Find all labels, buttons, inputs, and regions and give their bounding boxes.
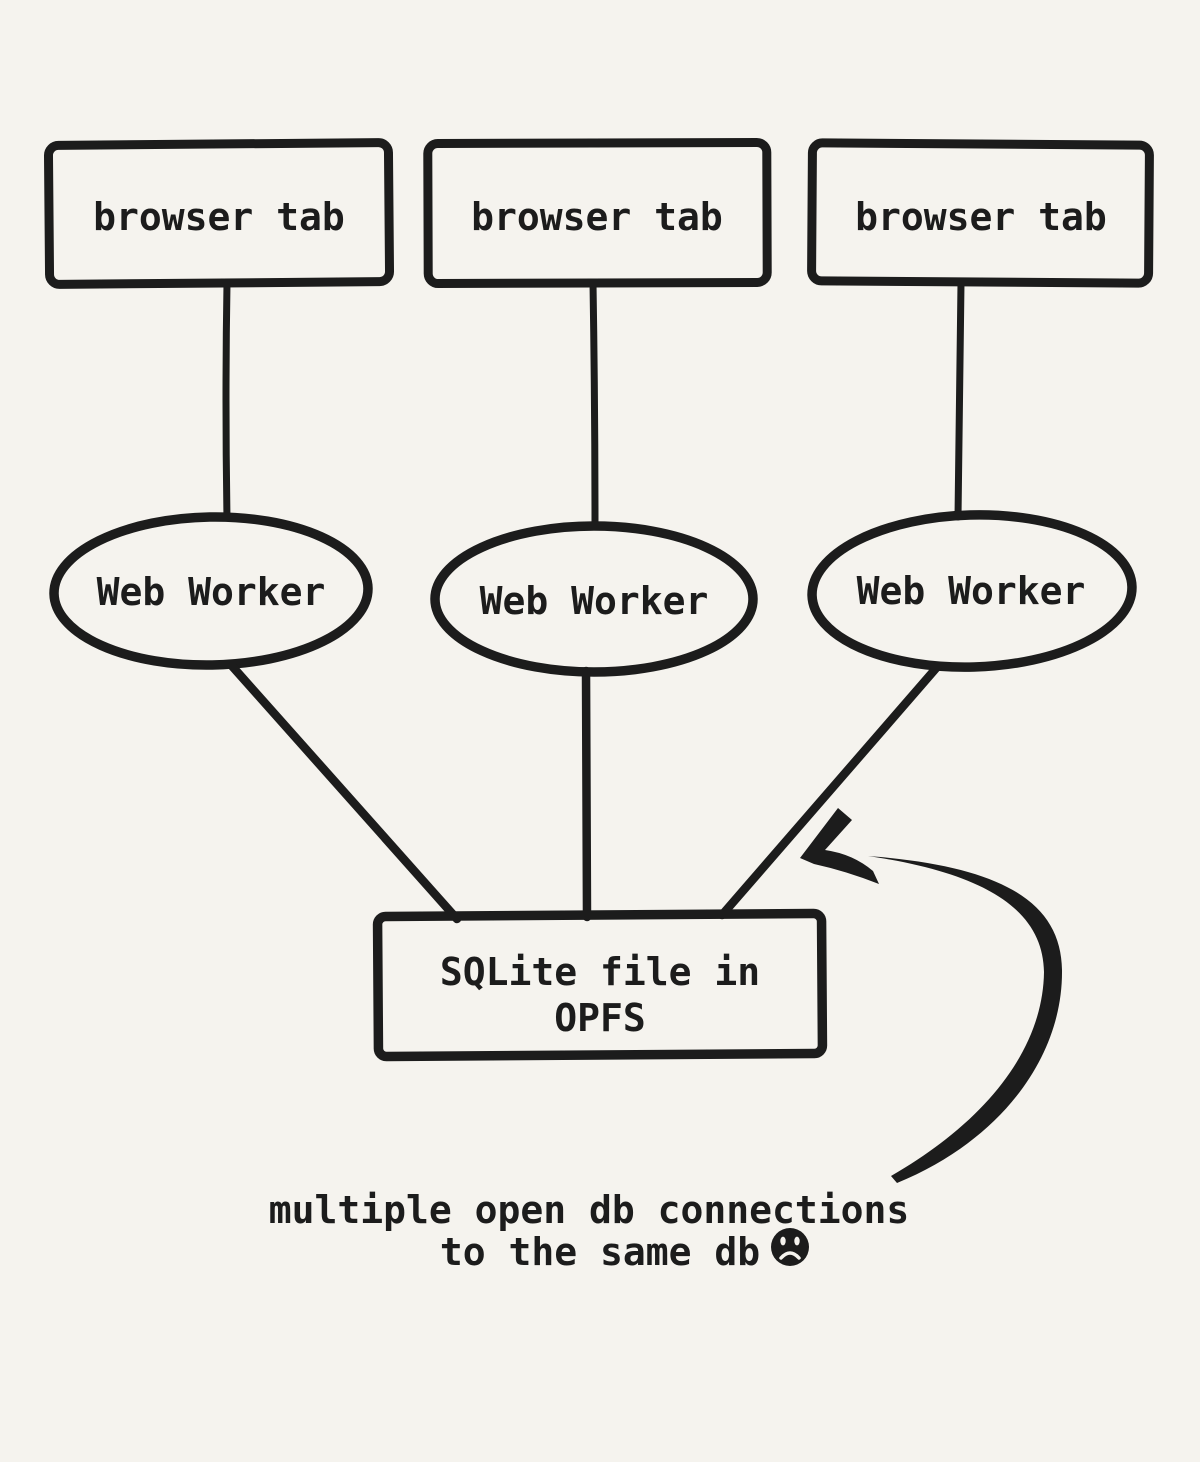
face-circle: [771, 1228, 809, 1266]
caption-line2: to the same db: [440, 1230, 760, 1274]
browser-tab-label: browser tab: [93, 195, 345, 239]
connector-worker1-sqlite: [227, 661, 462, 924]
browser-tab-box: [423, 137, 772, 289]
face-eye-left: [780, 1236, 786, 1246]
web-worker-label: Web Worker: [480, 579, 709, 623]
browser-tab-node-2: browser tab: [423, 137, 772, 289]
web-worker-node-3: Web Worker: [807, 510, 1137, 672]
connector-tab2-worker2: [589, 279, 599, 531]
web-worker-ellipse: [430, 521, 758, 677]
web-worker-label: Web Worker: [97, 570, 326, 614]
caption: multiple open db connections to the same…: [269, 1188, 910, 1274]
frowning-face-icon: [771, 1228, 809, 1266]
connector-worker3-sqlite: [717, 661, 943, 920]
web-worker-label: Web Worker: [857, 569, 1086, 613]
web-worker-ellipse: [49, 512, 373, 670]
web-worker-node-2: Web Worker: [430, 521, 758, 677]
arrow-head: [800, 808, 879, 884]
connector-worker2-sqlite: [581, 666, 592, 922]
sqlite-file-box: [372, 908, 828, 1062]
face-eye-right: [794, 1236, 800, 1246]
browser-tab-label: browser tab: [471, 195, 723, 239]
browser-tab-node-3: browser tab: [807, 138, 1154, 288]
web-worker-node-1: Web Worker: [49, 512, 373, 670]
caption-line1: multiple open db connections: [269, 1188, 910, 1232]
sqlite-file-node: SQLite file in OPFS: [372, 908, 828, 1062]
arrow-curve: [868, 856, 1063, 1183]
browser-tab-box: [43, 138, 395, 289]
browser-tab-label: browser tab: [855, 195, 1107, 239]
browser-tab-box: [807, 138, 1154, 288]
browser-tab-node-1: browser tab: [43, 138, 395, 289]
sqlite-file-label-line1: SQLite file in: [440, 950, 760, 994]
face-frown: [779, 1251, 801, 1260]
curved-arrow: [800, 808, 1063, 1183]
connector-tab3-worker3: [954, 279, 965, 521]
sqlite-file-label-line2: OPFS: [554, 996, 646, 1040]
web-worker-ellipse: [807, 510, 1137, 672]
connector-tab1-worker1: [222, 279, 231, 522]
